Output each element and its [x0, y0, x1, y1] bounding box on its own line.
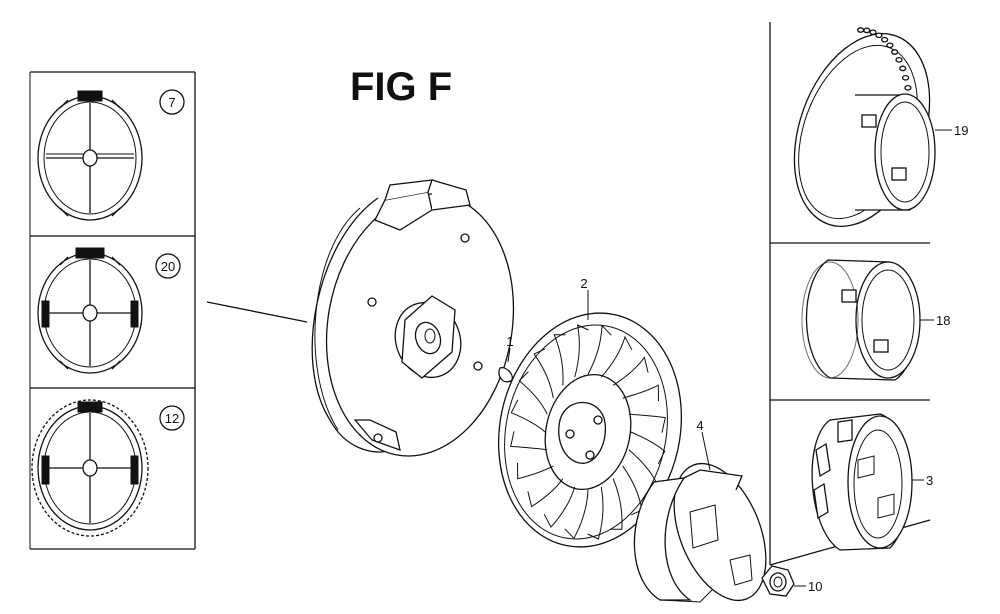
- drum-slot: [886, 42, 894, 49]
- drum-slot: [899, 65, 907, 72]
- flywheel-fan-part: [497, 312, 683, 548]
- drum-slot: [856, 27, 865, 33]
- fan-blade: [553, 334, 566, 386]
- callout-1-label: 1: [506, 334, 513, 349]
- drum-slot: [869, 29, 877, 36]
- drum-part-19: [793, 27, 936, 227]
- ratchet-part-3: [811, 413, 913, 551]
- callout-2-label: 2: [580, 276, 587, 291]
- callout-12-label: 12: [165, 411, 179, 426]
- right-variant-panel: [769, 22, 930, 565]
- starter-pulley-variant-12: [31, 399, 149, 537]
- fan-blade: [600, 335, 633, 378]
- pawl-block-icon: [75, 247, 105, 259]
- fan-blade: [517, 462, 554, 480]
- drum-slot: [891, 49, 899, 55]
- callout-7: 7: [159, 89, 185, 115]
- callout-18-label: 18: [936, 313, 950, 328]
- starter-pulley-variant-7: [37, 90, 143, 221]
- drum-slot: [901, 74, 910, 81]
- pawl-block-icon: [77, 90, 103, 102]
- cup-part-18: [801, 259, 921, 381]
- drum-slot: [904, 84, 912, 91]
- nut-part: [761, 565, 795, 597]
- fan-blade: [510, 399, 546, 433]
- drum-slot: [875, 32, 883, 39]
- fan-blade: [564, 489, 589, 540]
- panel-leader-line: [206, 301, 308, 323]
- callout-3-label: 3: [926, 473, 933, 488]
- drum-slot: [880, 36, 889, 43]
- left-variant-panel: [29, 71, 196, 550]
- fan-blade: [510, 431, 548, 451]
- pawl-block-icon: [77, 401, 103, 413]
- starter-pulley-variant-20: [37, 247, 143, 374]
- callout-20: 20: [155, 253, 181, 279]
- fan-blade: [587, 486, 604, 540]
- callout-10-label: 10: [808, 579, 822, 594]
- fan-blade: [612, 356, 649, 386]
- callout-20-label: 20: [161, 259, 175, 274]
- starter-cup-part: [311, 179, 515, 457]
- fan-blade: [587, 324, 612, 375]
- callout-19-label: 19: [954, 123, 968, 138]
- callout-7-label: 7: [168, 95, 175, 110]
- drum-slot: [895, 56, 903, 63]
- key-part: 1: [498, 334, 514, 383]
- fan-blade: [574, 324, 589, 378]
- fan-blade: [630, 431, 666, 465]
- fan-blade: [527, 478, 564, 508]
- callout-12: 12: [159, 405, 185, 431]
- fan-blade: [628, 413, 666, 433]
- fan-blade: [533, 348, 554, 399]
- fan-blade: [518, 371, 548, 415]
- fan-blade: [543, 486, 576, 528]
- figure-title: FIG F: [350, 65, 452, 109]
- ring-part-4: [633, 462, 767, 603]
- leader-4: [701, 431, 711, 471]
- fan-blade: [610, 478, 623, 530]
- drum-slot: [863, 27, 871, 34]
- fan-blade: [622, 384, 659, 402]
- callout-4-label: 4: [696, 418, 703, 433]
